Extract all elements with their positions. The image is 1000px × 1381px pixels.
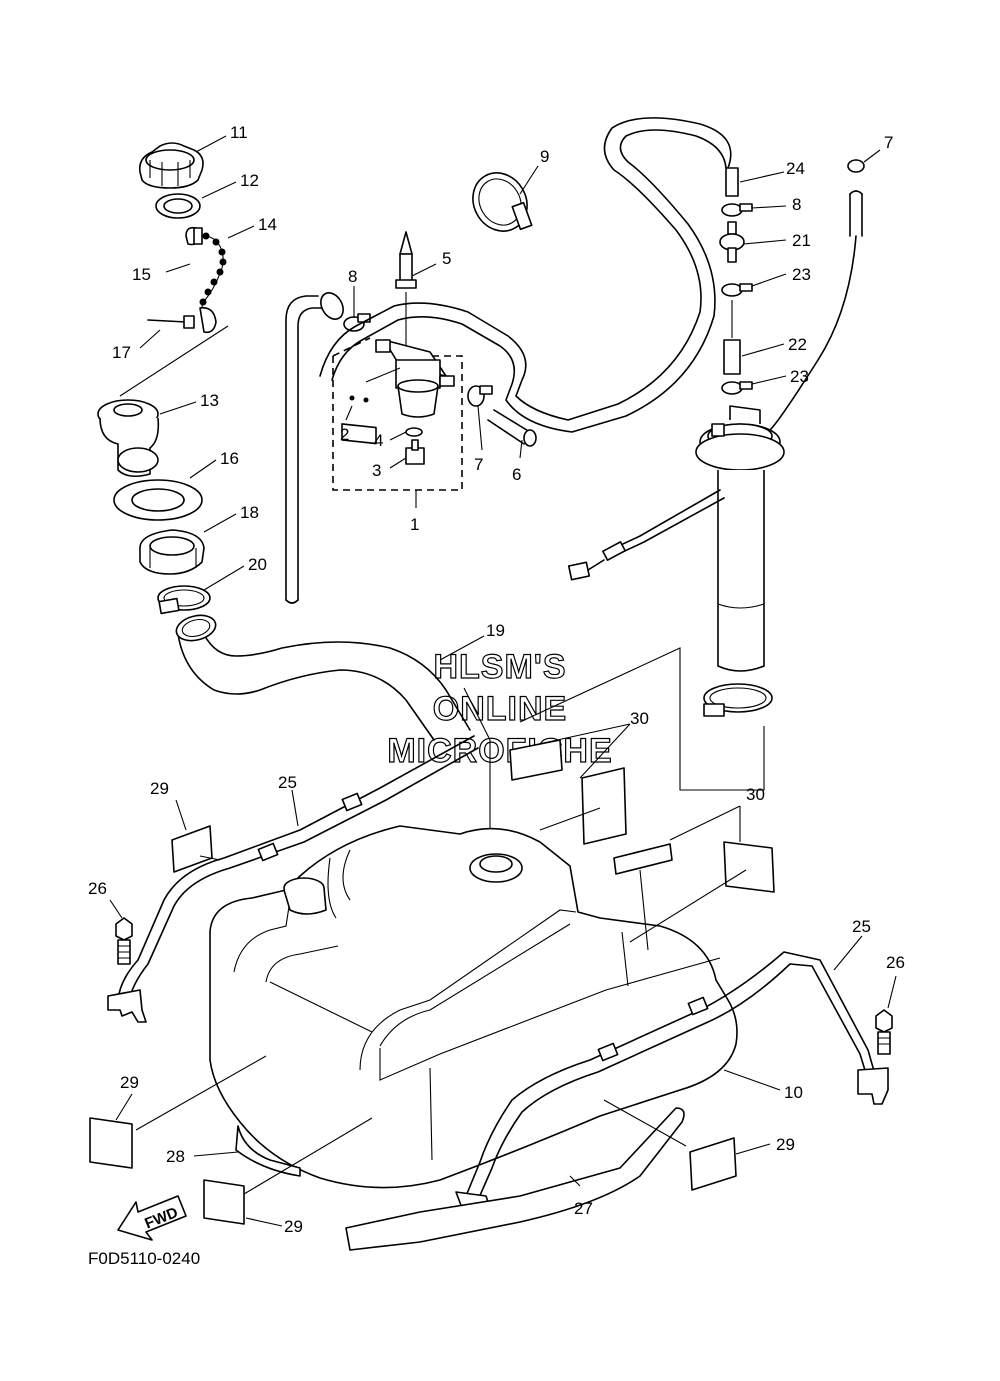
- callout-29d: 29: [284, 1217, 303, 1236]
- callout-29b: 29: [120, 1073, 139, 1092]
- diagram-part-code: F0D5110-0240: [88, 1249, 200, 1268]
- callout-21: 21: [792, 231, 811, 250]
- callout-22: 22: [788, 335, 807, 354]
- callout-29c: 29: [776, 1135, 795, 1154]
- bolts-26: [115, 917, 893, 1055]
- fuel-sender-unit: [519, 159, 865, 791]
- watermark-line-2: ONLINE: [433, 690, 567, 728]
- callout-16: 16: [220, 449, 239, 468]
- callout-1: 1: [410, 515, 419, 534]
- hose-clamp-9: [472, 172, 533, 232]
- callout-7a: 7: [474, 455, 483, 474]
- callout-10: 10: [784, 1083, 803, 1102]
- callout-14: 14: [258, 215, 277, 234]
- callout-11: 11: [230, 123, 248, 142]
- fwd-arrow: FWD: [117, 1195, 187, 1241]
- leader-lines: [109, 135, 897, 1227]
- callout-3: 3: [372, 461, 381, 480]
- callout-30a: 30: [630, 709, 649, 728]
- callout-23a: 23: [792, 265, 811, 284]
- callout-20: 20: [248, 555, 267, 574]
- breather-hose: [285, 292, 344, 604]
- pads: [89, 739, 775, 1225]
- callout-15: 15: [132, 265, 151, 284]
- watermark: HLSM'S ONLINE MICROFICHE: [387, 647, 613, 770]
- callout-19: 19: [486, 621, 505, 640]
- callout-4: 4: [374, 431, 383, 450]
- watermark-line-3: MICROFICHE: [387, 732, 612, 770]
- callout-26b: 26: [886, 953, 905, 972]
- callout-24: 24: [786, 159, 805, 178]
- callout-25b: 25: [852, 917, 871, 936]
- watermark-line-1: HLSM'S: [433, 648, 566, 686]
- callout-17: 17: [112, 343, 131, 362]
- callout-27: 27: [574, 1199, 593, 1218]
- callout-25a: 25: [278, 773, 297, 792]
- fuel-tank: [209, 825, 738, 1189]
- filler-hose: [175, 614, 491, 850]
- callout-6: 6: [512, 465, 521, 484]
- callout-7b: 7: [884, 133, 893, 152]
- callout-8b: 8: [792, 195, 801, 214]
- callout-9: 9: [540, 147, 549, 166]
- callout-28: 28: [166, 1147, 185, 1166]
- callout-13: 13: [200, 391, 219, 410]
- fuel-hose: [319, 117, 732, 447]
- callout-12: 12: [240, 171, 259, 190]
- callout-29a: 29: [150, 779, 169, 798]
- callout-26a: 26: [88, 879, 107, 898]
- skids: [345, 1107, 685, 1251]
- callout-2: 2: [340, 425, 349, 444]
- callout-30b: 30: [746, 785, 765, 804]
- callout-5: 5: [442, 249, 451, 268]
- callout-8a: 8: [348, 267, 357, 286]
- fuel-filter-assembly: [332, 231, 493, 491]
- callout-18: 18: [240, 503, 259, 522]
- fuel-cap-assembly: [97, 142, 229, 615]
- callout-numbers: 11 12 14 15 17 13 16 18 20 9 5 8 2 4 3 1…: [88, 123, 905, 1236]
- callout-23b: 23: [790, 367, 809, 386]
